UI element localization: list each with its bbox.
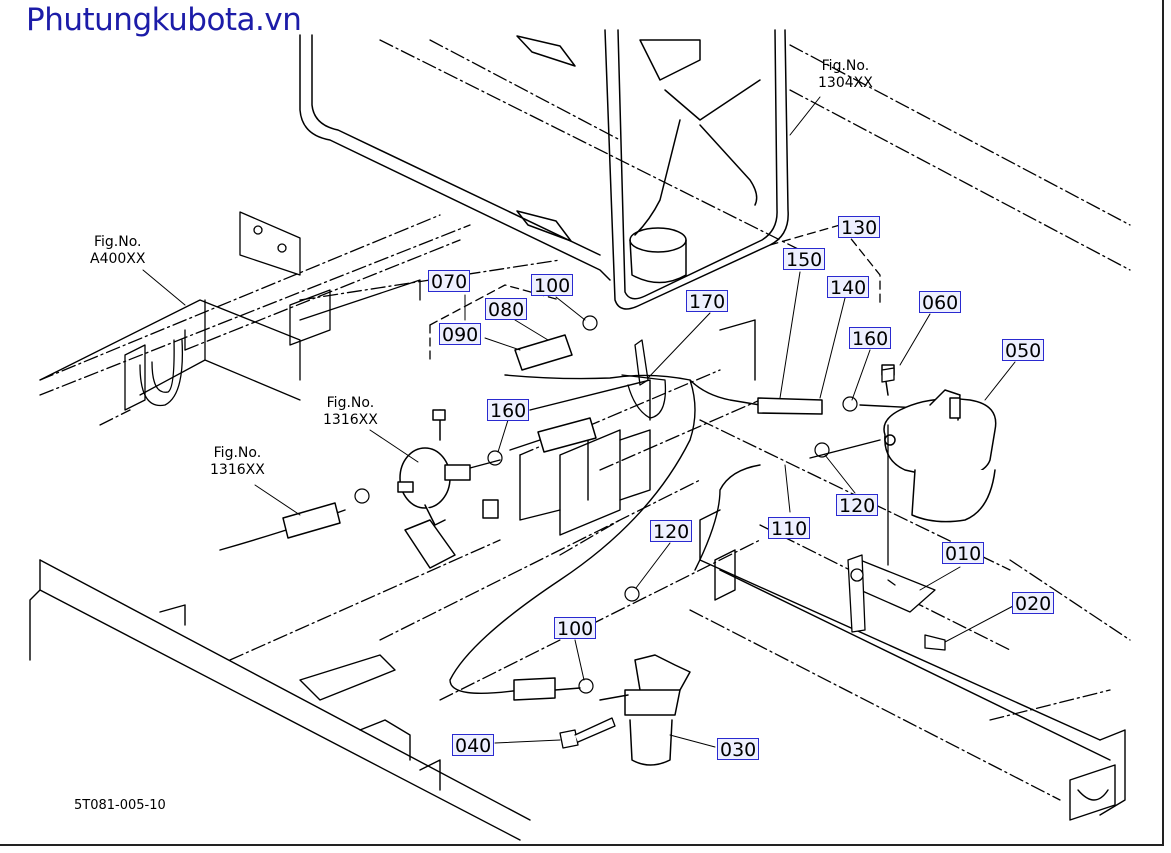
callout-170[interactable]: 170 <box>686 290 729 313</box>
callout-130[interactable]: 130 <box>838 216 881 239</box>
hose-sleeves <box>282 334 823 701</box>
callout-160-right[interactable]: 160 <box>849 327 892 350</box>
fig-ref-number: 1316XX <box>323 412 378 428</box>
fig-ref-label: Fig.No. <box>326 395 375 411</box>
leader-lines <box>142 96 1016 748</box>
frame-brackets-left <box>39 211 421 411</box>
fig-ref-number: A400XX <box>90 251 146 267</box>
fig-ref-label: Fig.No. <box>821 58 870 74</box>
fig-ref-label: Fig.No. <box>93 234 142 250</box>
callout-100-bottom[interactable]: 100 <box>554 617 597 640</box>
fig-ref-number: 1304XX <box>818 75 873 91</box>
bolt-060 <box>881 367 895 383</box>
callout-040[interactable]: 040 <box>452 734 495 757</box>
fuel-pump <box>397 409 499 569</box>
callout-150[interactable]: 150 <box>783 248 826 271</box>
callout-110[interactable]: 110 <box>768 517 811 540</box>
callout-090[interactable]: 090 <box>439 323 482 346</box>
watermark-text: Phutungkubota.vn <box>26 2 302 38</box>
fuel-tank-outline <box>299 29 789 310</box>
water-separator-030 <box>599 654 691 766</box>
hose-clamps <box>354 315 858 694</box>
callout-080[interactable]: 080 <box>485 298 528 321</box>
callout-160-left[interactable]: 160 <box>487 399 530 422</box>
callout-050[interactable]: 050 <box>1002 339 1045 362</box>
callout-120-left[interactable]: 120 <box>650 520 693 543</box>
fig-ref-label: Fig.No. <box>213 445 262 461</box>
drawing-code: 5T081-005-10 <box>74 798 166 813</box>
bolt-040 <box>559 717 616 749</box>
fig-ref-1316-lower[interactable]: Fig.No. 1316XX <box>210 445 265 479</box>
fig-ref-1304[interactable]: Fig.No. 1304XX <box>818 58 873 92</box>
callout-060[interactable]: 060 <box>919 291 962 314</box>
fig-ref-a400[interactable]: Fig.No. A400XX <box>90 234 145 268</box>
bracket-010 <box>847 424 936 633</box>
clip-170 <box>621 339 667 419</box>
fig-ref-number: 1316XX <box>210 462 265 478</box>
bolt-020 <box>924 634 946 651</box>
callout-070[interactable]: 070 <box>428 270 471 293</box>
callout-120-right[interactable]: 120 <box>836 494 879 517</box>
main-frame-rails <box>29 319 1126 841</box>
fig-ref-1316-upper[interactable]: Fig.No. 1316XX <box>323 395 378 429</box>
callout-020[interactable]: 020 <box>1012 592 1055 615</box>
callout-030[interactable]: 030 <box>717 738 760 761</box>
callout-100-top[interactable]: 100 <box>531 274 574 297</box>
callout-010[interactable]: 010 <box>942 542 985 565</box>
callout-140[interactable]: 140 <box>827 276 870 299</box>
